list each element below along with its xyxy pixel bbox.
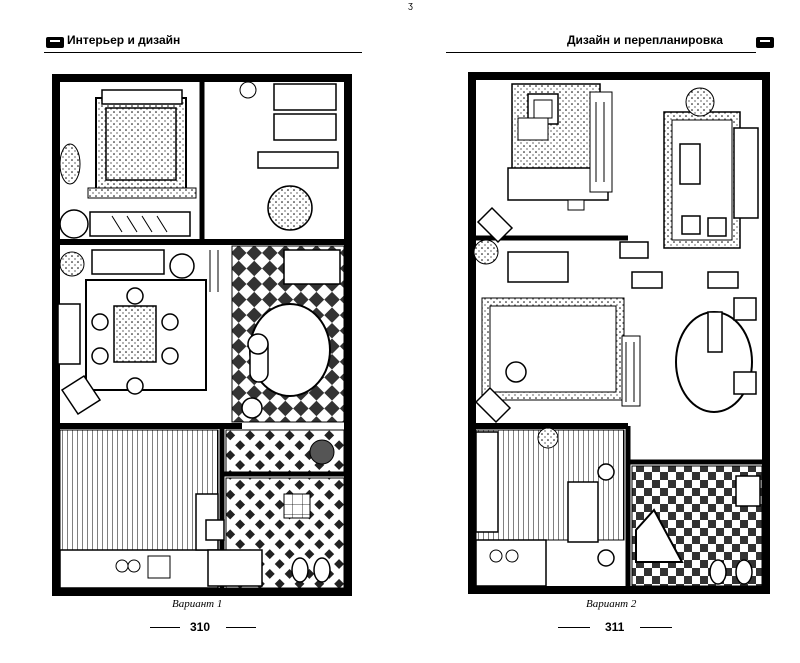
book-icon <box>756 37 774 48</box>
left-page-number: 310 <box>190 620 211 634</box>
header-rule <box>44 52 362 53</box>
top-mark: ʒ <box>408 0 413 10</box>
left-page: Интерьер и дизайн <box>44 33 362 634</box>
left-plan-caption: Вариант 1 <box>172 598 223 610</box>
page-number-rule <box>226 627 256 628</box>
right-page: Дизайн и перепланировка <box>400 0 800 663</box>
right-plan-caption: Вариант 2 <box>586 598 637 610</box>
header-rule <box>446 52 756 53</box>
page-number-rule <box>150 627 180 628</box>
right-page-number: 311 <box>605 620 625 634</box>
floor-plan-variant-1 <box>52 74 352 596</box>
left-page-header: Интерьер и дизайн <box>67 33 181 47</box>
page-number-rule <box>558 627 590 628</box>
book-icon <box>46 37 64 48</box>
floor-plan-variant-2 <box>468 72 770 594</box>
page-number-rule <box>640 627 672 628</box>
right-page-header: Дизайн и перепланировка <box>567 33 723 47</box>
